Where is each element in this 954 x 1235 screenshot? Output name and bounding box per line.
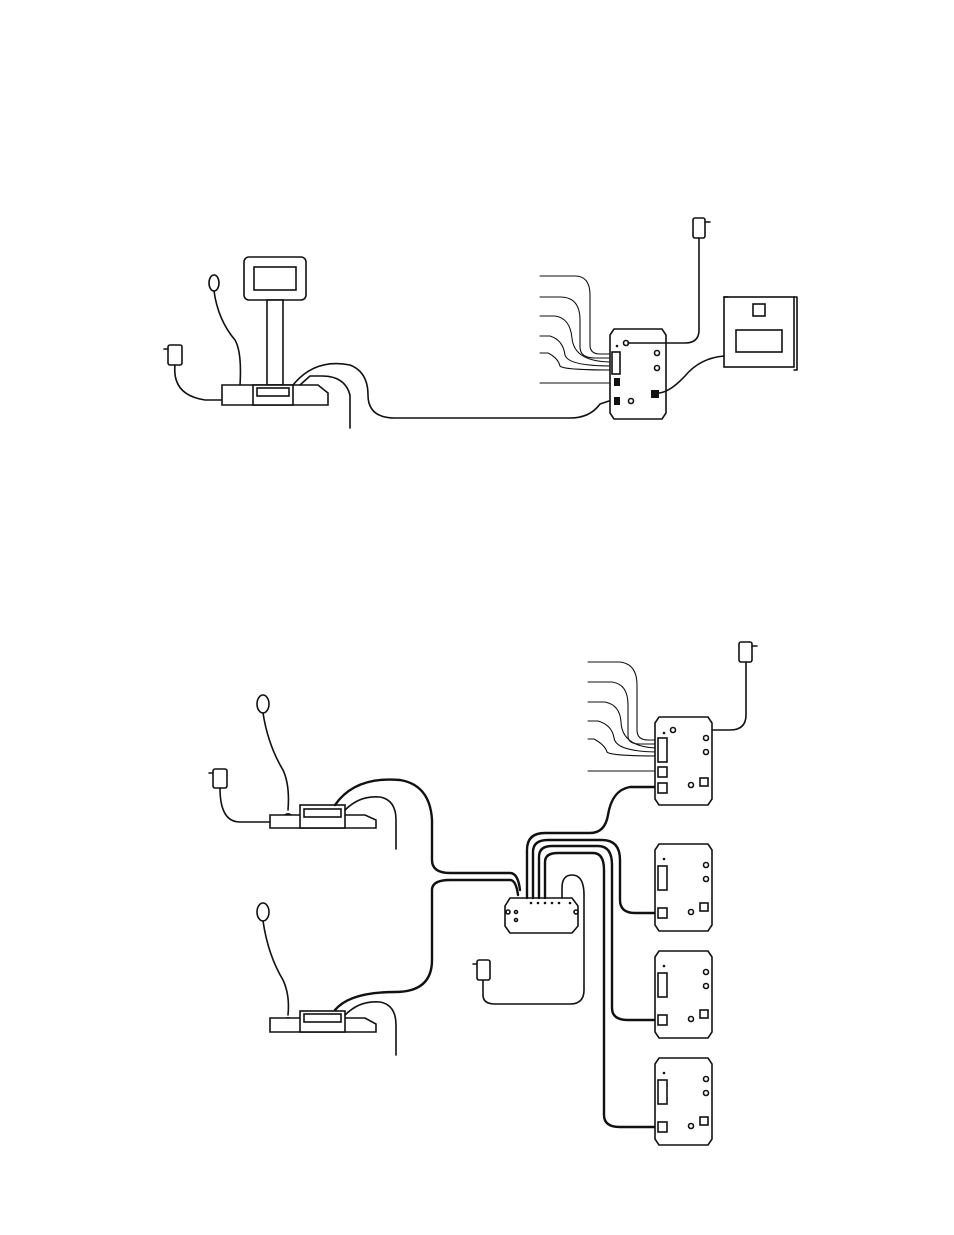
control-module-3 (655, 951, 712, 1038)
figure-single-station (164, 218, 797, 428)
power-adapter-junction (473, 875, 584, 1004)
junction-box (505, 898, 578, 933)
bus-cables (527, 787, 660, 1127)
control-module-1 (655, 717, 712, 805)
input-wires-2 (588, 662, 660, 771)
figure-dual-station (209, 642, 757, 1145)
wall-panel (659, 297, 797, 393)
desktop-microphone-1 (257, 695, 520, 890)
power-adapter-right (628, 218, 710, 343)
desktop-microphone (209, 275, 246, 393)
control-module-4 (655, 1058, 712, 1145)
input-wires (540, 276, 612, 383)
power-adapter-left (164, 345, 222, 400)
stand-monitor (244, 257, 306, 385)
control-module-2 (655, 844, 712, 931)
power-adapter-station-1 (209, 769, 270, 822)
